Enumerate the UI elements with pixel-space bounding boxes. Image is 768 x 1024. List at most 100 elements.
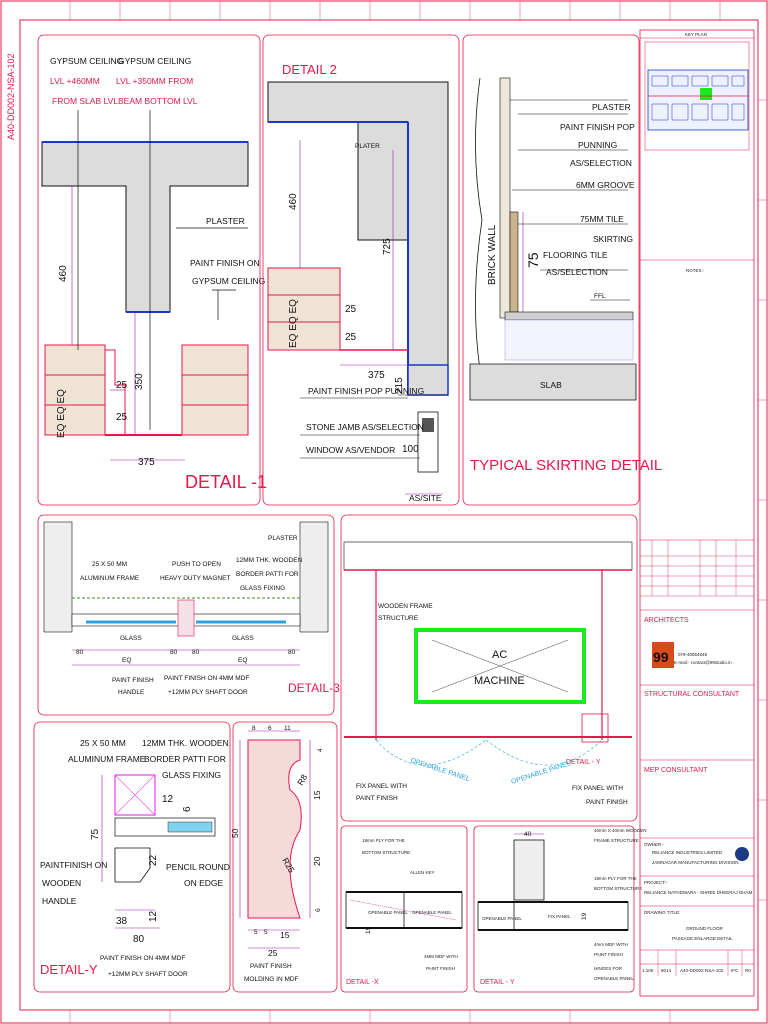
detail-x: 18mm PLY FOR THE BOTTOM STRUCTURE ALLEN … [340,825,468,993]
detail1-title: DETAIL -1 [185,472,267,492]
detail1-dim-25a: 25 [116,380,128,391]
drawing-title-label: DRAWING TITLE: [644,910,680,915]
detaily2-frame-1: 40mm X 40mm WOODEN [594,828,647,833]
detail2-dim-460: 460 [288,193,299,210]
skirting-tile-2: SKIRTING [593,234,633,244]
molding-dim-r8: R8 [295,772,309,787]
title-block: KEY PLAN NOTES:- ARCHITECTS 99 079-40054… [639,29,755,997]
detaily-dim-6: 6 [182,806,193,812]
detail3-frame-1: 25 X 50 MM [92,561,127,568]
owner-1: RELIANCE INDUSTRIES LIMITED [652,850,723,855]
detail2-window: WINDOW AS/VENDOR [306,445,395,455]
detaily2-open: OPENABLE PANEL [482,916,522,921]
detail1-ceiling-b-1: GYPSUM CEILING [118,56,191,66]
detail3-frame-2: ALUMINUM FRAME [80,575,140,582]
reliance-logo-icon [735,847,749,861]
molding-dim-4: 4 [317,748,324,752]
molding-dim-8: 8 [252,725,256,732]
molding-dim-6: 6 [268,725,272,732]
detailx-ply-1: 18mm PLY FOR THE [362,838,405,843]
detail2-dim-215: 215 [394,377,405,394]
detaily-dim-75: 75 [90,828,101,840]
detail2-dim-eq: EQ EQ EQ [288,299,299,348]
detaily2-hinges-1: HINGES FOR [594,966,623,971]
ac-machine-detail: AC MACHINE WOODEN FRAME STRUCTURE OPENAB… [340,514,638,822]
detail3-push-2: HEAVY DUTY MAGNET [160,575,230,582]
detail1-ceiling-a-3: FROM SLAB LVL [52,96,118,106]
detail1-ceiling-b-2: LVL +350MM FROM [116,76,193,86]
detaily-dim-12b: 12 [148,910,159,922]
project-name: RELIANCE NATHDWARA - SHREE DHEERAJ DHAM [644,890,753,895]
ac-machine-2: MACHINE [474,675,525,687]
detaily-patti-2: BORDER PATTI FOR [144,754,226,764]
grid-ruler [69,1,767,1023]
skirting-brick: BRICK WALL [487,224,498,285]
detaily2-ply-2: BOTTOM STRUCTURE [594,886,642,891]
detail2-paint: PAINT FINISH POP PUNNING [308,386,424,396]
detailx-ply-2: BOTTOM STRUCTURE [362,850,410,855]
detail3-dim-80d: 80 [288,649,296,656]
detail2-dim-25a: 25 [345,304,357,315]
molding-dim-5b: 5 [264,929,268,936]
detail1-plaster: PLASTER [206,216,245,226]
detailx-allen: ALLEN KEY [410,870,435,875]
detail-3: PLASTER 25 X 50 MM ALUMINUM FRAME PUSH T… [37,514,340,716]
detail3-handle-1: PAINT FINISH [112,677,154,684]
detail-y: 25 X 50 MM ALUMINUM FRAME 12MM THK. WOOD… [33,721,231,993]
skirting-detail: PLASTER PAINT FINISH POP PUNNING AS/SELE… [462,34,662,506]
molding-label-2: MOLDING IN MDF [244,976,299,983]
architects-label: ARCHITECTS [644,617,689,624]
detaily2-mdf-1: 4mm MDF WITH [594,942,628,947]
key-plan-title: KEY PLAN [685,32,707,37]
detail3-title: DETAIL-3 [288,681,340,695]
detaily2-dim-19: 19 [581,912,588,920]
detaily-pencil-1: PENCIL ROUND [166,862,230,872]
detaily2-dim-40: 40 [524,831,532,838]
ac-fix-a-2: PAINT FINISH [356,795,398,802]
skirting-paint-2: PUNNING [578,140,617,150]
drawing-code-vertical: A40-DD002-NSA-102 [6,53,16,140]
detaily-door-1: PAINT FINISH ON 4MM MDF [100,955,185,962]
detail1-ceiling-b-3: BEAM BOTTOM LVL [118,96,198,106]
detaily2-mdf-2: PAINT FINISH [594,952,623,957]
detail3-push-1: PUSH TO OPEN [172,561,221,568]
molding-dim-5a: 5 [254,929,258,936]
detail2-dim-25b: 25 [345,332,357,343]
detaily-dim-12a: 12 [162,794,174,805]
detail3-dim-80a: 80 [76,649,84,656]
detail3-patti-1: 12MM THK. WOODEN [236,557,303,564]
molding-dim-50: 50 [230,828,240,838]
molding-dim-25: 25 [268,948,278,958]
skirting-tile-1: 75MM TILE [580,214,624,224]
molding-dim-15b: 15 [280,930,290,940]
detaily-dim-38: 38 [116,916,128,927]
ac-fix-b-2: PAINT FINISH [586,799,628,806]
structural-label: STRUCTURAL CONSULTANT [644,691,740,698]
detaily2-hinges-2: OPENABLE PANEL [594,976,634,981]
detaily2-title: DETAIL - Y [480,979,515,986]
detail2-title: DETAIL 2 [282,62,337,77]
detail3-handle-2: HANDLE [118,689,145,696]
molding-dim-15a: 15 [312,790,322,800]
drawing-number: A40-DD002-NSA-102 [680,968,724,973]
owner-label: OWNER:- [644,842,664,847]
skirting-floor-1: FLOORING TILE [543,250,608,260]
detailx-open-b: OPENABLE PANEL [412,910,452,915]
detaily-pencil-2: ON EDGE [184,878,224,888]
detail1-dim-375: 375 [138,457,155,468]
detaily-frame-2: ALUMINUM FRAME [68,754,146,764]
detail3-dim-eq-b: EQ [238,657,247,664]
detail3-door-1: PAINT FINISH ON 4MM MDF [164,675,249,682]
molding-dim-6b: 6 [315,908,322,912]
detaily-title: DETAIL-Y [40,962,98,977]
detail1-paint-2: GYPSUM CEILING [192,276,265,286]
ac-detail-y: DETAIL - Y [566,759,601,766]
detaily2-fix: FIX PANEL [548,914,571,919]
ac-machine-1: AC [492,649,507,661]
detail2-asisite: AS/SITE [409,493,442,503]
status-value: IFC [731,968,739,973]
detailx-title: DETAIL -X [346,979,379,986]
detail3-glass-a: GLASS [120,635,142,642]
detail1-ceiling-a-1: GYPSUM CEILING [50,56,123,66]
detail-1: GYPSUM CEILING LVL +460MM FROM SLAB LVL … [37,34,267,506]
